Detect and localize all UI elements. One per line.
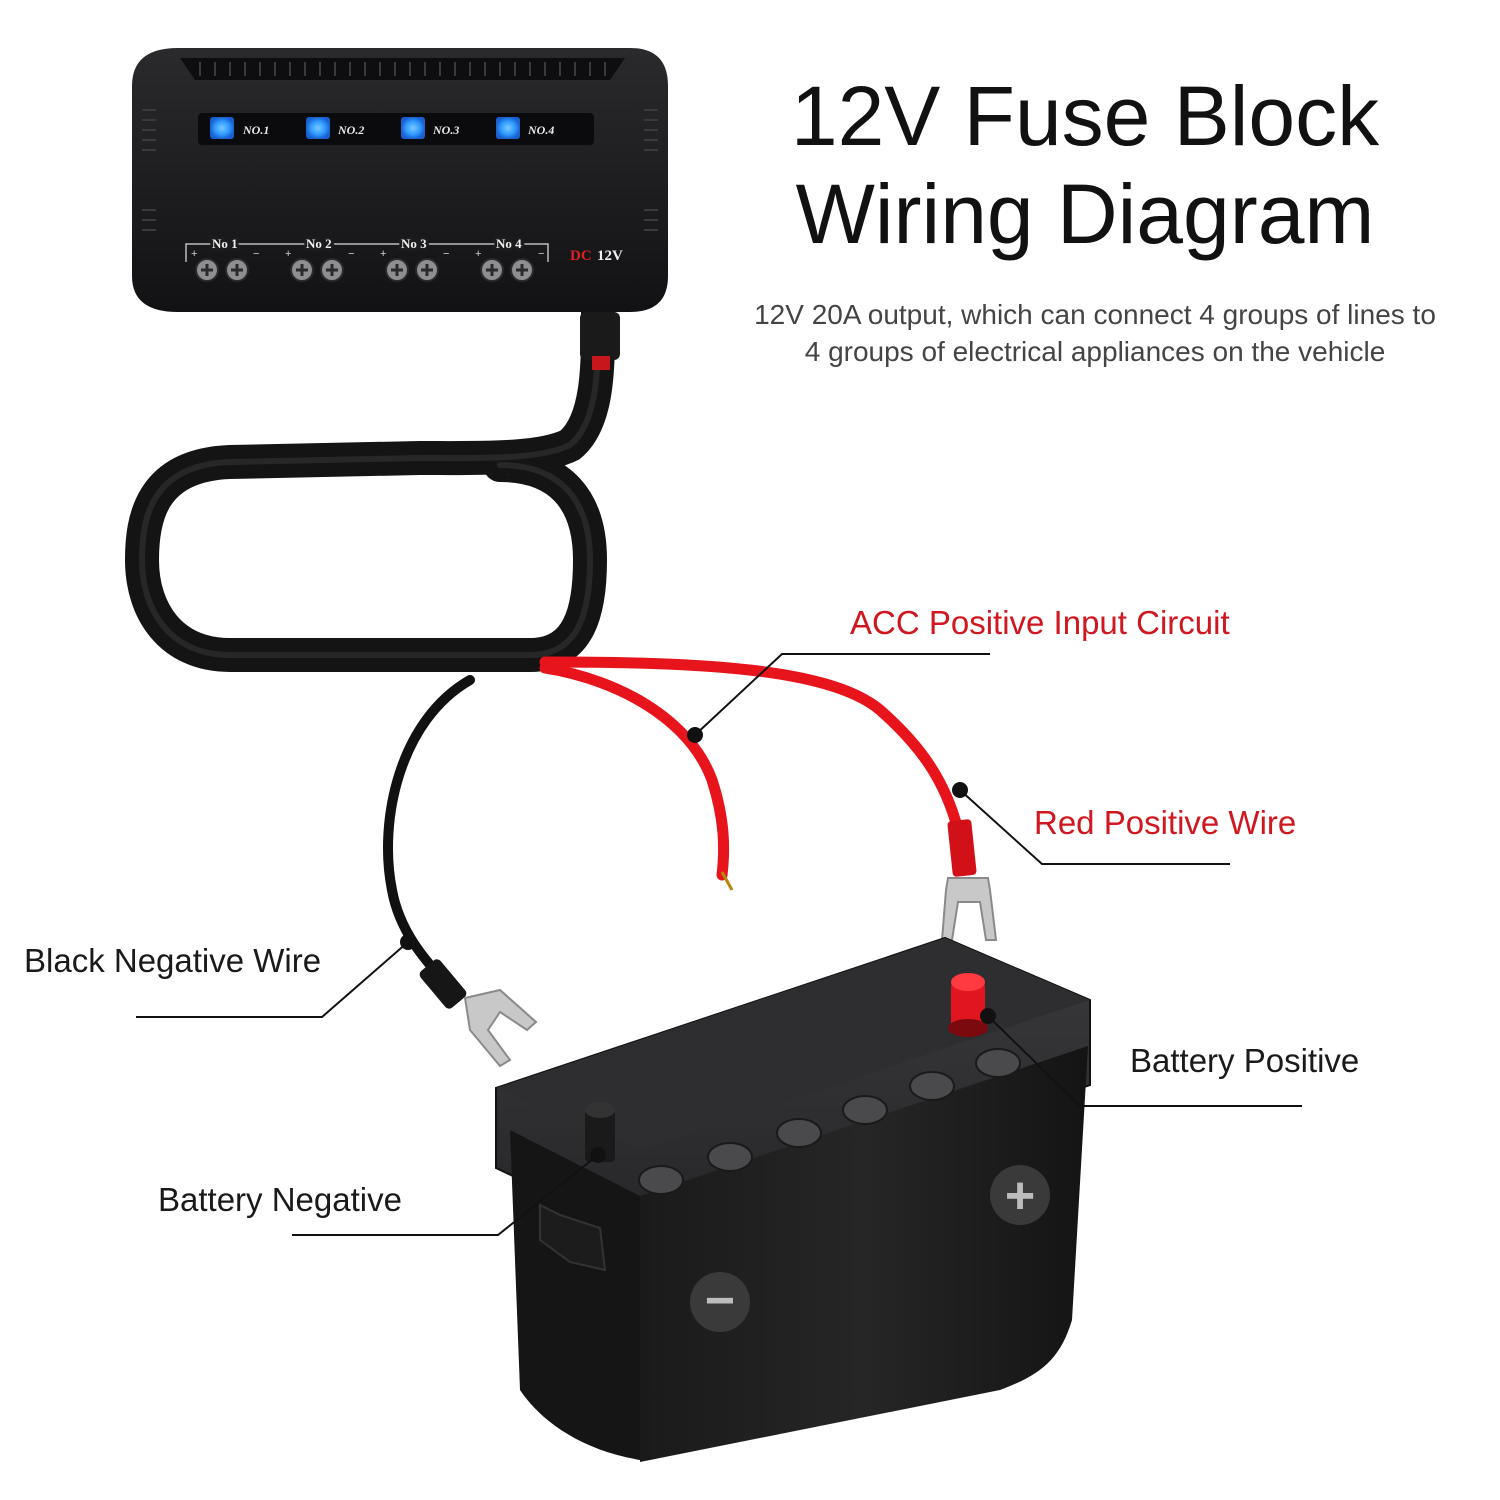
led-indicator-3 [401, 117, 425, 139]
cable-loop [124, 293, 620, 672]
terminal-plus-2: + [285, 248, 291, 260]
led-indicator-2 [306, 117, 330, 139]
battery-negative-label: Battery Negative [158, 1181, 402, 1218]
led-indicator-1 [210, 117, 234, 139]
battery-negative-leader-dot [590, 1147, 606, 1163]
indicator-label-4: NO.4 [527, 123, 554, 137]
terminal-minus-3: − [443, 248, 449, 260]
terminal-plus-3: + [380, 248, 386, 260]
page-title-line-1: 12V Fuse Block [790, 69, 1380, 163]
black-negative-wire [383, 675, 475, 990]
acc-positive-wire [539, 662, 730, 881]
terminal-label-1: No 1 [212, 236, 238, 251]
battery-positive-leader-dot [980, 1008, 996, 1024]
led-indicator-4 [496, 117, 520, 139]
battery: + − [495, 936, 1091, 1462]
page-title-line-2: Wiring Diagram [795, 167, 1375, 261]
battery-positive-leader [987, 1015, 1302, 1107]
red-positive-wire-label: Red Positive Wire [1034, 804, 1297, 841]
terminal-plus-4: + [475, 248, 481, 260]
fuse-block: NO.1 NO.2 NO.3 NO.4 No 1 No 2 No 3 No 4 … [132, 48, 668, 312]
acc-leader-dot [687, 727, 703, 743]
battery-minus-symbol: − [705, 1272, 735, 1330]
battery-negative-post [585, 1102, 615, 1162]
terminal-screws [195, 258, 534, 282]
plus-icon: + [990, 1165, 1050, 1225]
voltage-label: 12V [597, 248, 623, 264]
minus-icon: − [690, 1272, 750, 1332]
terminal-minus-2: − [348, 248, 354, 260]
battery-negative-leader [292, 1154, 599, 1236]
terminal-minus-4: − [538, 248, 544, 260]
acc-positive-label: ACC Positive Input Circuit [850, 604, 1230, 641]
indicator-label-3: NO.3 [432, 123, 459, 137]
subtitle-line-1: 12V 20A output, which can connect 4 grou… [754, 299, 1436, 330]
terminal-plus-1: + [191, 248, 197, 260]
red-wire-leader [959, 789, 1230, 865]
terminal-label-3: No 3 [401, 236, 427, 251]
terminal-label-4: No 4 [496, 236, 522, 251]
red-fork-terminal [940, 877, 998, 941]
red-positive-wire [539, 656, 964, 836]
dc-label: DC [570, 248, 592, 264]
black-wire-leader [136, 941, 409, 1018]
terminal-label-2: No 2 [306, 236, 332, 251]
indicator-label-2: NO.2 [337, 123, 364, 137]
black-wire-leader-dot [400, 934, 416, 950]
subtitle-line-2: 4 groups of electrical appliances on the… [804, 336, 1386, 367]
terminal-minus-1: − [253, 248, 259, 260]
battery-plus-symbol: + [1005, 1167, 1035, 1225]
indicator-label-1: NO.1 [242, 123, 269, 137]
battery-positive-label: Battery Positive [1130, 1042, 1360, 1079]
red-wire-leader-dot [952, 782, 968, 798]
battery-positive-post [948, 973, 988, 1037]
black-negative-wire-label: Black Negative Wire [24, 942, 322, 979]
black-fork-terminal [463, 988, 538, 1068]
acc-leader [694, 653, 990, 736]
